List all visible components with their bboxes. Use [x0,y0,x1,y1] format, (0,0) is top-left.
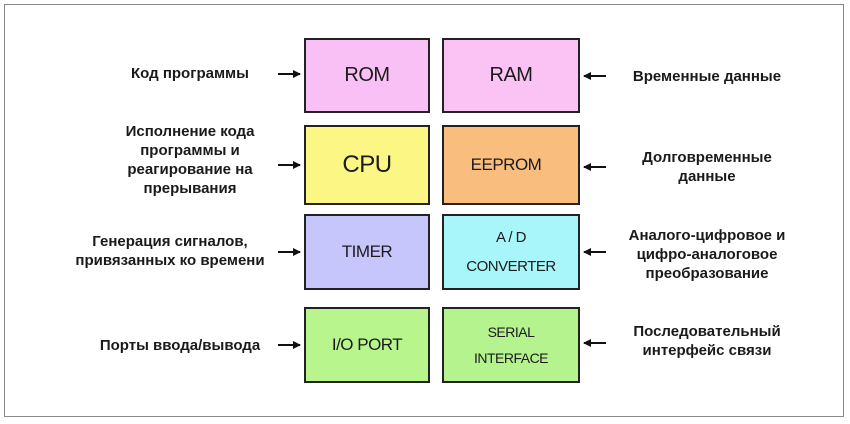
io-port-description: Порты ввода/вывода [80,336,280,355]
adc-description: Аналого-цифровое и цифро-аналоговое прео… [608,226,806,283]
desc-line: Последовательный [633,323,781,340]
eeprom-label: EEPROM [470,155,542,174]
diagram-frame [4,4,844,417]
adc-converter-block: A / D CONVERTER [442,214,580,290]
timer-description: Генерация сигналов, привязанных ко време… [60,232,280,270]
desc-line: цифро-аналоговое [636,246,778,263]
adc-label-line2: CONVERTER [466,258,556,275]
desc-line: Исполнение кода [125,123,255,140]
serial-label-line2: INTERFACE [473,350,549,366]
desc-line: Генерация сигналов, [92,233,248,250]
desc-line: Долговременные [642,149,772,166]
rom-block: ROM [304,38,430,113]
desc-line: данные [678,168,736,185]
cpu-description: Исполнение кода программы и реагирование… [100,122,280,198]
desc-line: Временные данные [632,68,782,85]
desc-line: интерфейс связи [642,342,772,359]
io-port-block: I/O PORT [304,307,430,383]
io-port-label: I/O PORT [331,335,403,354]
ram-block: RAM [442,38,580,113]
serial-description: Последовательный интерфейс связи [612,322,802,360]
timer-block: TIMER [304,214,430,290]
cpu-block: CPU [304,125,430,205]
serial-label-line1: SERIAL [487,324,535,340]
desc-line: Код программы [131,65,249,82]
rom-label: ROM [344,64,390,86]
timer-label: TIMER [341,242,393,261]
desc-line: преобразование [645,265,769,282]
desc-line: реагирование на [127,161,253,178]
adc-label-line1: A / D [495,229,527,246]
eeprom-block: EEPROM [442,125,580,205]
desc-line: прерывания [143,180,237,197]
ram-label: RAM [489,64,533,86]
desc-line: привязанных ко времени [75,252,265,269]
cpu-label: CPU [342,151,392,178]
serial-interface-block: SERIAL INTERFACE [442,307,580,383]
desc-line: Порты ввода/вывода [99,337,261,354]
desc-line: программы и [140,142,240,159]
eeprom-description: Долговременные данные [612,148,802,186]
ram-description: Временные данные [612,67,802,86]
rom-description: Код программы [100,64,280,83]
desc-line: Аналого-цифровое и [628,227,786,244]
